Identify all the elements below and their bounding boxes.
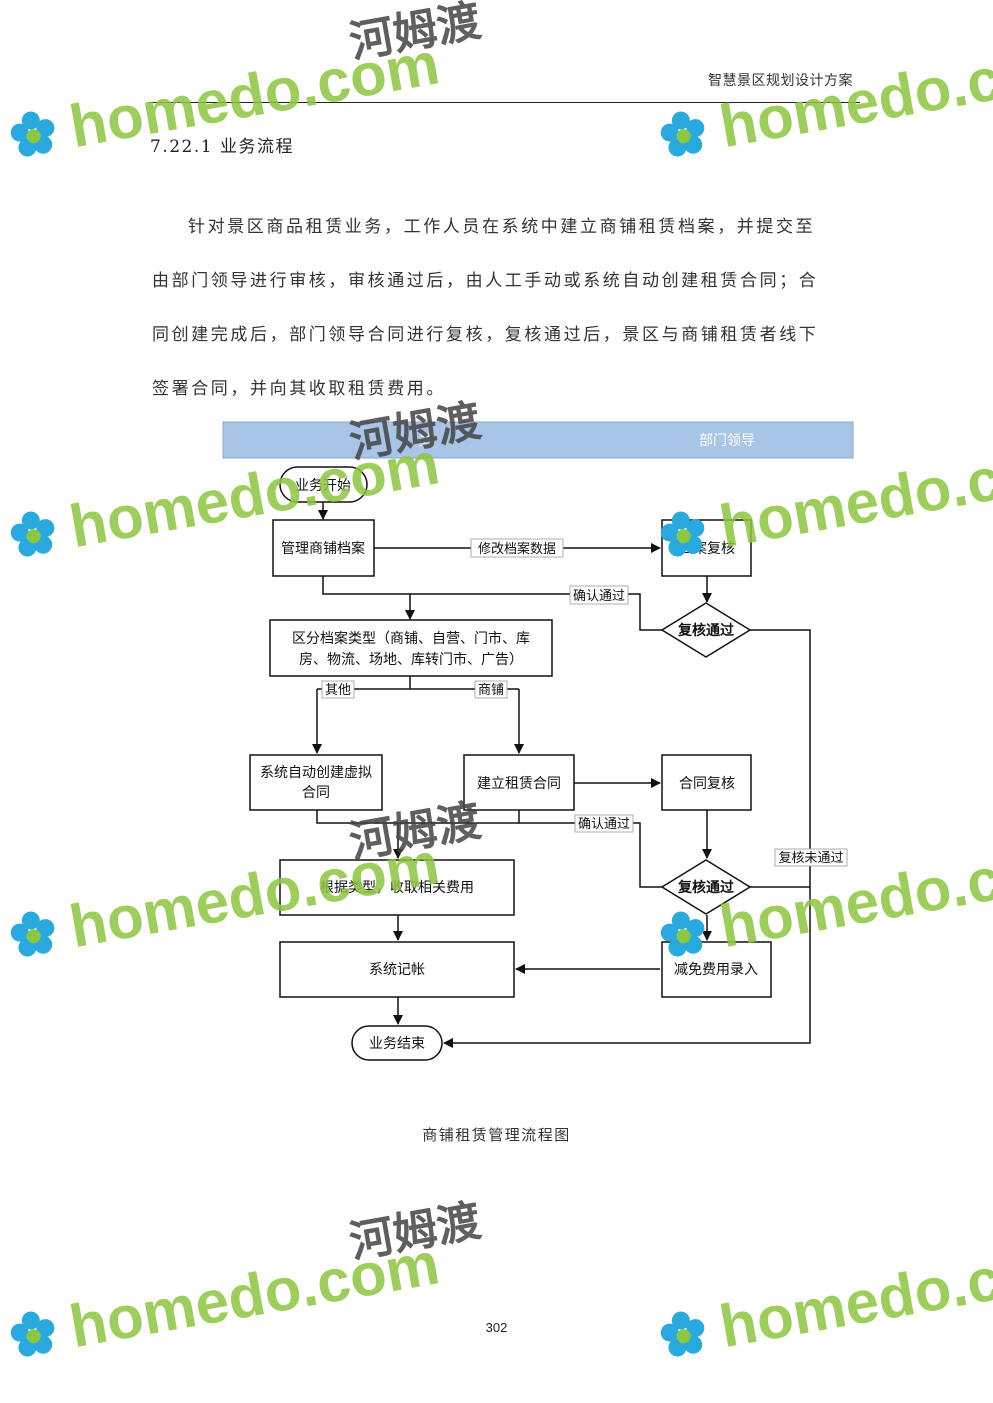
collect-fee-box xyxy=(279,859,515,916)
review-pass-1-text: 复核通过 xyxy=(677,622,734,639)
bookkeeping-text: 系统记帐 xyxy=(369,962,425,978)
confirm-pass-1-label: 确认通过 xyxy=(573,589,625,604)
figure-caption: 商铺租赁管理流程图 xyxy=(422,1126,571,1144)
start-text: 业务开始 xyxy=(295,478,351,494)
classify-text-line1: 区分档案类型（商铺、自营、门市、库 xyxy=(292,630,530,647)
end-text: 业务结束 xyxy=(369,1036,425,1052)
end-node xyxy=(351,1025,443,1061)
page-number: 302 xyxy=(485,1320,508,1335)
classify-box xyxy=(269,619,553,677)
section-heading: 7.22.1 业务流程 xyxy=(150,137,294,157)
start-node xyxy=(279,466,368,503)
review-pass-2-diamond xyxy=(660,859,752,915)
auto-create-text-line1: 系统自动创建虚拟 xyxy=(260,765,372,781)
svg-text:homedo.com: homedo.com xyxy=(715,1229,993,1360)
auto-create-box xyxy=(249,754,383,811)
manage-archive-box xyxy=(272,519,375,577)
watermark-8: homedo.com xyxy=(660,1229,993,1360)
branch-other-label: 其他 xyxy=(325,683,351,698)
review-pass-2-text: 复核通过 xyxy=(677,879,734,896)
auto-create-text-line2: 合同 xyxy=(302,785,330,801)
flowchart: 员 部门领导 xyxy=(222,421,854,1061)
review-fail-label: 复核未通过 xyxy=(778,851,843,866)
relief-entry-text: 减免费用录入 xyxy=(674,962,758,978)
bookkeeping-box xyxy=(279,941,515,998)
confirm-pass-2-label: 确认通过 xyxy=(578,817,630,832)
header-title: 智慧景区规划设计方案 xyxy=(708,73,853,89)
lane-staff-label: 员 xyxy=(418,433,432,449)
manage-archive-text: 管理商铺档案 xyxy=(281,540,365,557)
body-paragraph: 针对景区商品租赁业务，工作人员在系统中建立商铺租赁档案，并提交至由部门领导进行审… xyxy=(152,217,819,399)
modify-data-label: 修改档案数据 xyxy=(478,542,556,557)
lane-header xyxy=(222,421,854,459)
svg-text:homedo.com: homedo.com xyxy=(65,1229,444,1360)
archive-review-text: 档案复核 xyxy=(679,540,735,557)
contract-review-box xyxy=(661,754,752,811)
review-pass-1-diamond xyxy=(660,602,752,658)
build-contract-box xyxy=(463,754,575,811)
build-contract-text: 建立租赁合同 xyxy=(477,776,561,792)
branch-shop-label: 商铺 xyxy=(478,683,504,698)
classify-text-line2: 房、物流、场地、库转门市、广告） xyxy=(299,651,523,668)
contract-review-text: 合同复核 xyxy=(679,775,735,792)
header-rule xyxy=(148,102,860,103)
lane-leader-label: 部门领导 xyxy=(699,433,755,449)
collect-fee-text: 根据类型，收取相关费用 xyxy=(320,880,474,896)
watermark-7: homedo.com 河姆渡 xyxy=(10,1195,485,1360)
svg-text:河姆渡: 河姆渡 xyxy=(346,1195,485,1268)
